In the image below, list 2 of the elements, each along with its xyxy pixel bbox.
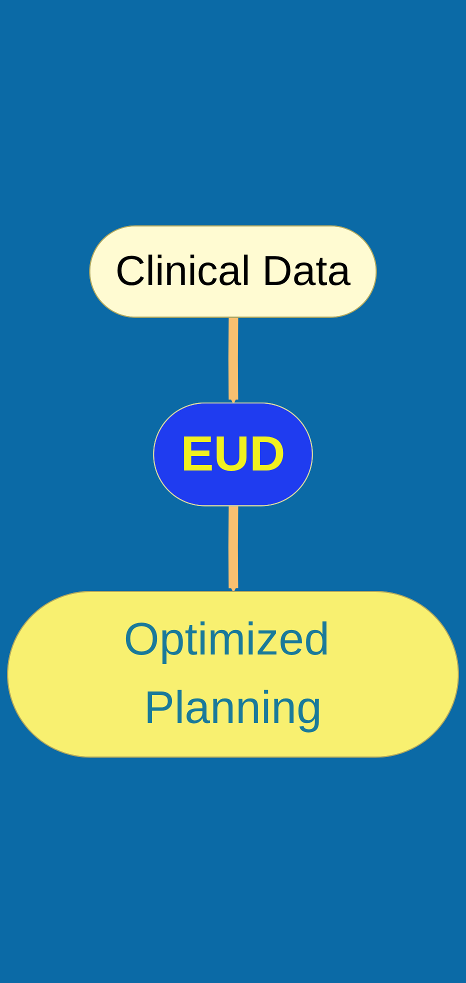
arrow: [228, 318, 238, 404]
arrow: [228, 506, 238, 592]
